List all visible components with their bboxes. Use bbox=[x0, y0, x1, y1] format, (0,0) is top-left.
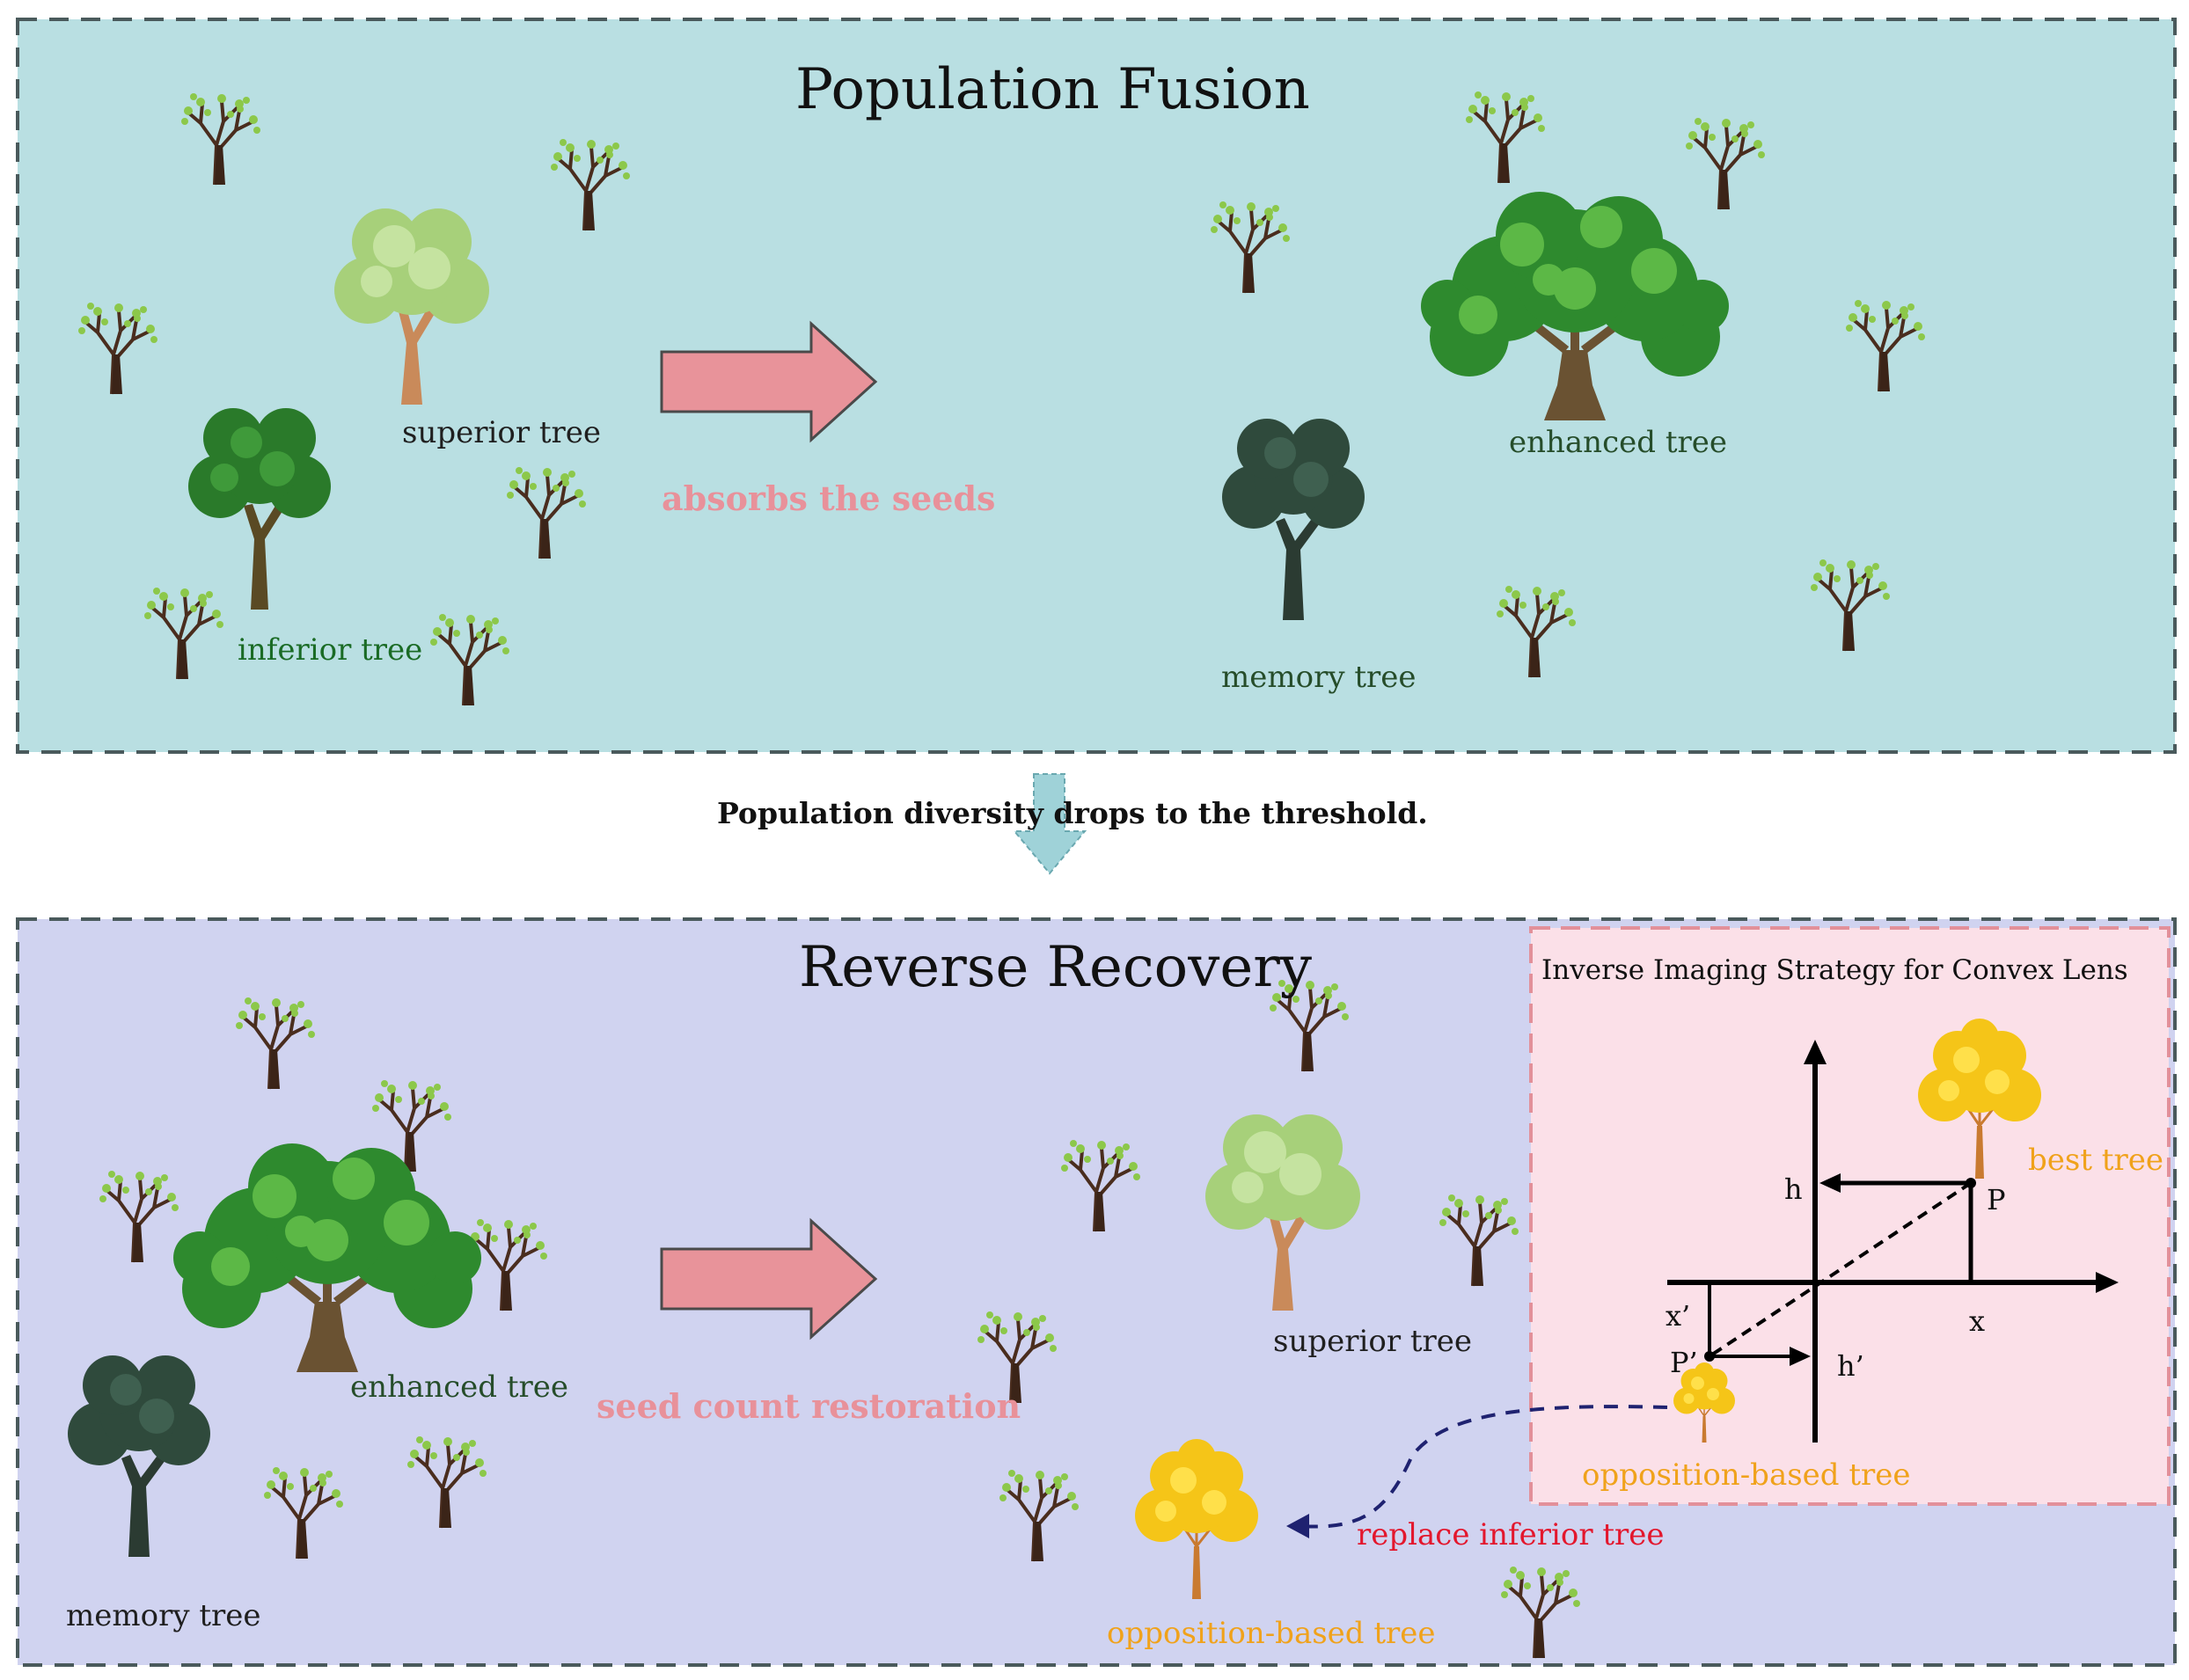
memory-tree-label: memory tree bbox=[1221, 660, 1417, 695]
opposition-tree-label: opposition-based tree bbox=[1107, 1616, 1436, 1651]
absorbs-arrow bbox=[660, 320, 878, 443]
restoration-arrow bbox=[660, 1217, 878, 1340]
axis-x-label: x bbox=[1969, 1304, 1986, 1338]
restoration-caption: seed count restoration bbox=[597, 1386, 1021, 1426]
axis-h-label: h bbox=[1784, 1172, 1803, 1206]
opposition-tree-label: opposition-based tree bbox=[1582, 1457, 1911, 1493]
axis-h-prime-label: h’ bbox=[1837, 1349, 1864, 1383]
top-panel bbox=[16, 18, 2177, 754]
enhanced-tree-label: enhanced tree bbox=[350, 1370, 568, 1405]
replace-arrow-head bbox=[1286, 1514, 1309, 1538]
enhanced-tree-label: enhanced tree bbox=[1509, 425, 1727, 460]
replace-arrow bbox=[1301, 1405, 1668, 1529]
best-tree-label: best tree bbox=[2028, 1143, 2163, 1178]
transition-note: Population diversity drops to the thresh… bbox=[717, 796, 1428, 830]
absorbs-caption: absorbs the seeds bbox=[662, 478, 996, 518]
replace-caption: replace inferior tree bbox=[1357, 1517, 1665, 1552]
axis-x-prime-label: x’ bbox=[1666, 1299, 1691, 1333]
inset-panel bbox=[1529, 926, 2171, 1506]
bottom-panel-title: Reverse Recovery bbox=[799, 935, 1312, 1000]
transition-arrow bbox=[1012, 773, 1087, 875]
point-p-prime-label: P’ bbox=[1670, 1346, 1698, 1379]
superior-tree-label: superior tree bbox=[402, 415, 602, 450]
lens-diagram bbox=[1667, 1040, 2119, 1443]
superior-tree-label: superior tree bbox=[1273, 1324, 1473, 1359]
inferior-tree-label: inferior tree bbox=[238, 632, 423, 668]
memory-tree-label: memory tree bbox=[66, 1598, 261, 1633]
inset-title: Inverse Imaging Strategy for Convex Lens bbox=[1541, 954, 2128, 986]
top-panel-title: Population Fusion bbox=[795, 57, 1310, 122]
point-p-label: P bbox=[1987, 1183, 2006, 1216]
